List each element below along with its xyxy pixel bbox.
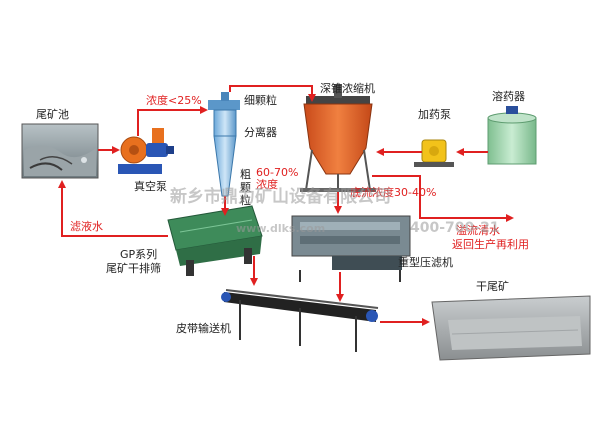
fine-particles-label: 细颗粒 (244, 93, 277, 107)
dosing-pump-image (414, 139, 454, 167)
belt-conveyor-image (221, 289, 379, 352)
filter-press-label: 重型压滤机 (398, 255, 453, 269)
company-watermark: 新乡市鼎力矿山设备有限公司 www.dlks.com 400-700-21 (170, 186, 500, 236)
dissolver-tank-image (487, 106, 537, 165)
coarse-particles-label: 粗颗粒 (240, 168, 251, 207)
dewatering-screen-image (167, 205, 263, 276)
arrow-filtrate-to-pond (58, 180, 168, 237)
concentration-60-70-label: 60-70% (256, 166, 298, 179)
deep-cone-thickener-image (300, 84, 376, 192)
coarse-particles-char: 粒 (240, 193, 251, 207)
separator-label: 分离器 (244, 125, 277, 139)
concentration-word-label: 浓度 (256, 177, 278, 191)
coarse-particles-char: 颗 (240, 181, 251, 194)
tailings-pond-label: 尾矿池 (36, 108, 69, 121)
dry-tailings-image (431, 295, 591, 361)
tailings-pond-image (21, 123, 99, 179)
filtrate-water-label: 滤液水 (70, 219, 103, 233)
slurry-pump-image (118, 128, 174, 174)
arrow-pump-to-cyclone (137, 106, 208, 136)
gp-series-label: GP系列 (120, 247, 157, 261)
dry-tailings-label: 干尾矿 (476, 280, 509, 293)
filter-press-image (291, 215, 411, 282)
arrow-overflow-to-reuse (372, 175, 514, 222)
dosing-pump-label: 加药泵 (418, 108, 451, 121)
watermark-phone: 400-700-21 (410, 220, 500, 236)
arrow-cyclone-to-thickener (229, 85, 316, 102)
watermark-website: www.dlks.com (236, 222, 325, 235)
thickener-label: 深锥浓缩机 (320, 81, 375, 95)
dissolver-label: 溶药器 (492, 89, 525, 103)
slurry-pump-label: 真空泵 (134, 179, 167, 193)
dewatering-screen-label: 尾矿干排筛 (106, 261, 161, 275)
overflow-water-label: 溢流清水 (456, 223, 500, 237)
watermark-company: 新乡市鼎力矿山设备有限公司 (170, 186, 391, 207)
flow-arrows (58, 85, 514, 326)
belt-conveyor-label: 皮带输送机 (176, 321, 231, 335)
coarse-particles-char: 粗 (240, 168, 251, 181)
cyclone-separator-image (208, 92, 240, 197)
concentration-lt25-label: 浓度<25% (146, 93, 202, 107)
recycle-reuse-label: 返回生产再利用 (452, 237, 529, 251)
underflow-concentration-label: 底流浓度30-40% (350, 185, 436, 199)
